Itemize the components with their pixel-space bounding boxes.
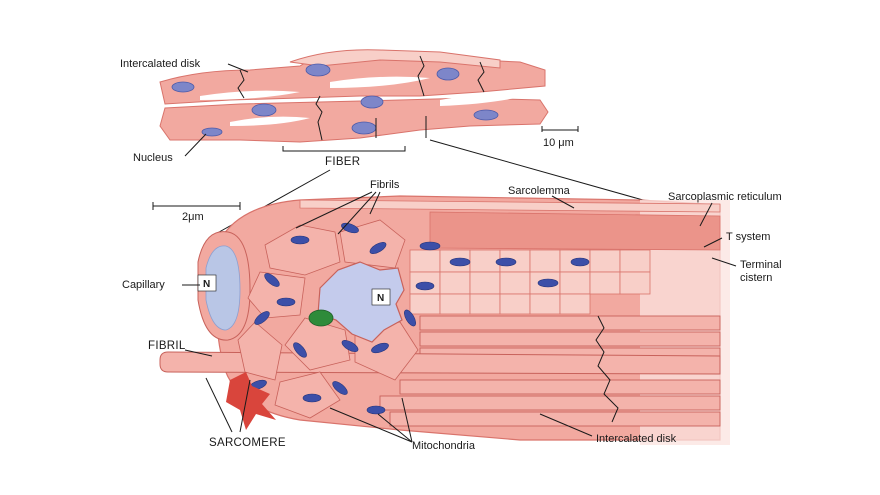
- capillary-lumen: [205, 245, 241, 331]
- intercalated-disk-line: [237, 69, 245, 99]
- fiber-bracket: [282, 146, 406, 152]
- nucleus-ellipse: [201, 127, 223, 137]
- leader-line: [205, 377, 233, 433]
- label-cell-nucleus: N: [377, 293, 384, 304]
- label-fiber: FIBER: [325, 156, 360, 168]
- label-terminal-cistern-2: cistern: [740, 272, 772, 284]
- label-scale-10um: 10 μm: [543, 137, 574, 149]
- nucleus-ellipse: [351, 121, 377, 135]
- label-fibril: FIBRIL: [148, 340, 186, 352]
- leader-line: [329, 407, 413, 443]
- scale-bar-2um: [152, 202, 241, 210]
- green-organelle: [308, 309, 334, 327]
- label-sarcomere: SARCOMERE: [209, 437, 286, 449]
- label-fibrils: Fibrils: [370, 179, 400, 191]
- nucleus-ellipse: [171, 81, 195, 93]
- label-mitochondria: Mitochondria: [412, 440, 476, 452]
- nucleus-ellipse: [305, 63, 331, 77]
- intercalated-disk-zigzag: [595, 315, 619, 423]
- nucleus-ellipse: [360, 95, 384, 109]
- leader-line: [239, 379, 251, 433]
- label-terminal-cistern-1: Terminal: [740, 259, 782, 271]
- capillary-nucleus-box: [197, 274, 217, 292]
- cell-nucleus: [317, 261, 405, 343]
- fiber-gap: [200, 90, 300, 100]
- leader-line: [377, 413, 413, 443]
- leader-line: [551, 195, 575, 209]
- nucleus-ellipse: [473, 109, 499, 121]
- intercalated-disk-line: [477, 61, 485, 93]
- label-capillary: Capillary: [122, 279, 165, 291]
- mitochondria-group: [249, 222, 590, 415]
- leader-line: [184, 349, 213, 357]
- fiber-band: [289, 49, 501, 69]
- leader-line: [184, 133, 207, 157]
- label-capillary-nucleus: N: [203, 279, 210, 290]
- fiber-gap: [440, 94, 525, 106]
- scale-bar-10um: [541, 126, 579, 132]
- intercalated-disk-line: [417, 55, 425, 97]
- intercalated-disk-line: [315, 95, 323, 141]
- leader-line: [401, 397, 413, 443]
- fiber-gap: [230, 116, 310, 126]
- label-intercalated-disk-top: Intercalated disk: [120, 58, 201, 70]
- label-t-system: T system: [726, 231, 770, 243]
- fiber-gap: [330, 76, 430, 88]
- leader-line: [711, 257, 737, 267]
- cell-detail: N N: [122, 179, 782, 452]
- leader-line: [539, 413, 593, 437]
- label-nucleus: Nucleus: [133, 152, 173, 164]
- projection-line: [429, 139, 651, 203]
- label-scale-2um: 2μm: [182, 211, 204, 223]
- leader-line: [295, 191, 373, 229]
- sarcolemma-band: [299, 199, 721, 213]
- leader-line: [699, 202, 713, 227]
- label-sarcoplasmic-reticulum: Sarcoplasmic reticulum: [668, 191, 782, 203]
- leader-line: [703, 237, 723, 248]
- cell-nucleus-box: [371, 288, 391, 306]
- vessel-branch: [226, 372, 276, 430]
- leader-line: [227, 63, 249, 73]
- leader-line: [369, 191, 381, 215]
- label-sarcolemma: Sarcolemma: [508, 185, 571, 197]
- label-intercalated-disk-bottom: Intercalated disk: [596, 433, 677, 445]
- nucleus-ellipse: [436, 67, 460, 81]
- fiber-panel: Intercalated disk Nucleus FIBER 10 μm: [120, 49, 651, 237]
- sarcoplasmic-reticulum-band: [429, 211, 721, 251]
- leader-line: [337, 191, 377, 235]
- nucleus-ellipse: [251, 103, 277, 117]
